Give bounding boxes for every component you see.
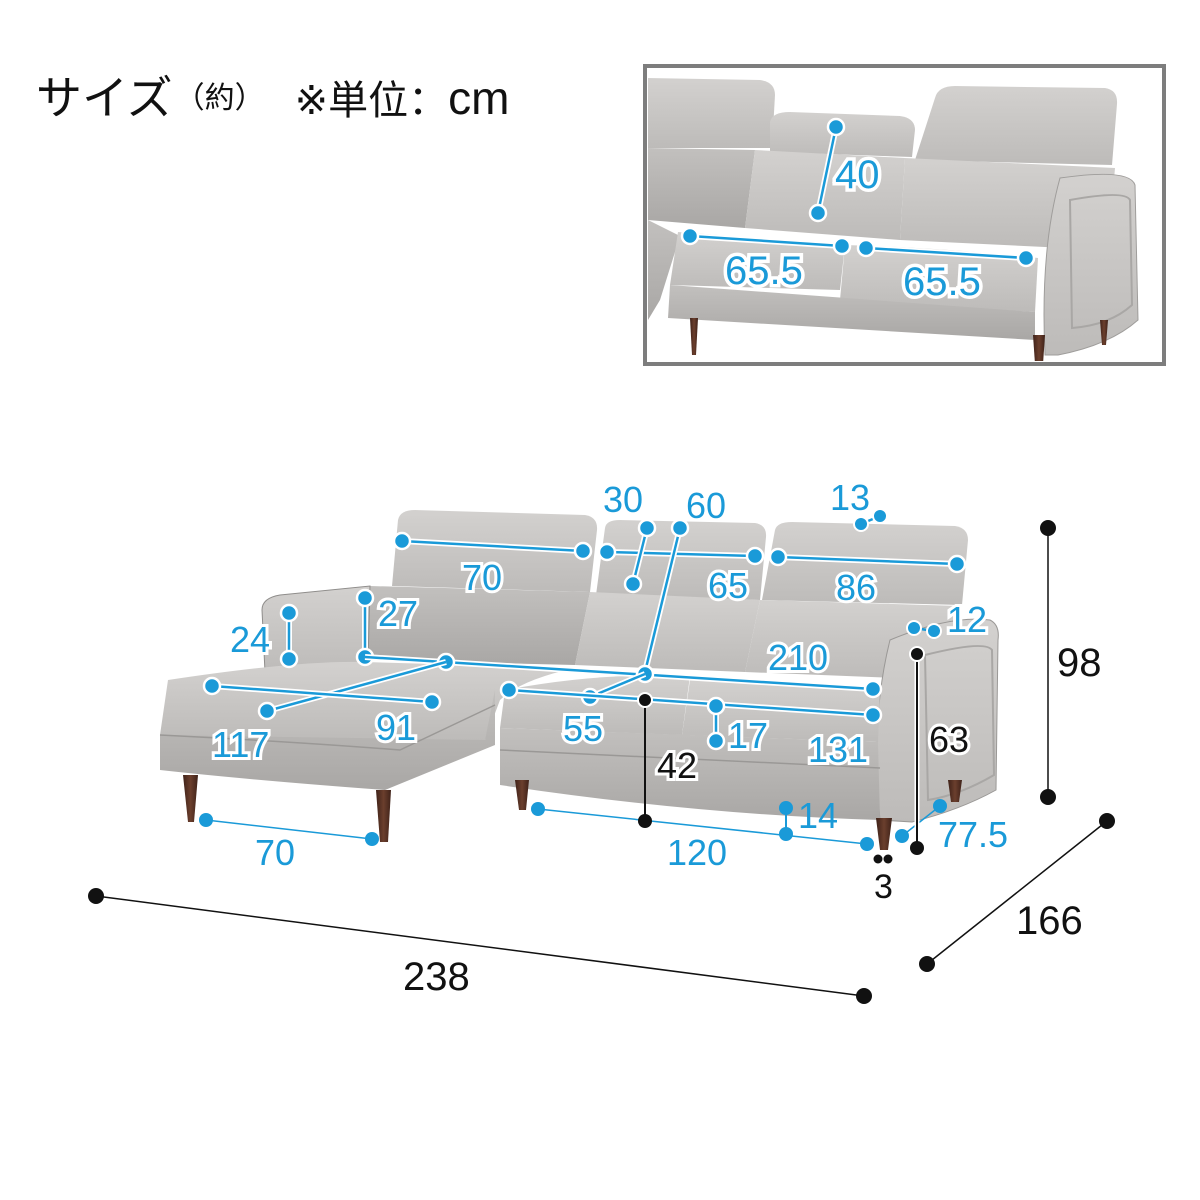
back-center [575,592,760,672]
label-98: 98 [1057,641,1102,685]
black-dimensions: 42 63 3 98 238 166 [88,520,1115,1004]
headrest-right [762,522,968,605]
leg [515,780,529,810]
inset-label-65-5-left: 65.5 [725,249,803,293]
label-60: 60 [686,485,726,526]
label-65-headrest: 65 [708,565,748,606]
dim-chaise-depth-117: 117 [209,659,447,768]
dim-headrest-center-65: 65 [597,542,765,609]
dim-total-width-238: 238 [88,888,872,1004]
label-166: 166 [1016,899,1083,943]
dim-seat-width-131: 131 [499,680,883,773]
dim-headrest-left-70: 70 [392,531,593,601]
size-heading: サイズ [36,72,173,124]
label-30: 30 [603,479,643,520]
inset-panel: 40 65.5 65.5 [643,64,1166,366]
leg [948,780,962,802]
dim-back-height-60: 60 [642,482,729,673]
label-24: 24 [230,619,270,660]
dim-arm-height-63: 63 [909,646,972,855]
dim-total-depth-166: 166 [919,813,1115,972]
label-77-5: 77.5 [938,814,1008,855]
dim-inner-width-210: 210 [364,634,883,699]
dim-main-legs-120: 120 [531,802,874,873]
label-91: 91 [376,707,416,748]
dim-floor-clearance-14: 14 [779,795,838,841]
back-left [368,586,590,665]
left-arm [261,585,371,673]
dim-total-height-98: 98 [1040,520,1102,805]
main-base [500,728,880,820]
unit-label: ※単位： [294,79,449,123]
label-238: 238 [403,955,470,999]
leg [183,775,198,822]
dim-headrest-thickness-13: 13 [827,474,888,532]
inset-dim-65-5-right: 65.5 [856,238,1036,308]
dim-chaise-width-91: 91 [202,676,442,751]
label-210: 210 [768,637,828,678]
leg [376,790,391,842]
label-12: 12 [947,599,987,640]
dim-headrest-height-30: 30 [600,476,657,594]
label-17: 17 [728,715,768,756]
label-3: 3 [874,868,893,906]
approx-label: （約） [174,82,265,115]
label-55: 55 [563,708,603,749]
inset-sofa-image [648,78,1139,361]
label-42: 42 [657,745,697,786]
inset-label-65-5-right: 65.5 [903,260,981,304]
label-86-headrest: 86 [836,567,876,608]
dim-arm-height-24: 24 [227,603,299,669]
blue-dimensions: 70 65 86 30 60 13 [199,474,1008,873]
label-27: 27 [378,593,418,634]
unit-value: cm [448,72,510,124]
dim-side-legs-77-5: 77.5 [895,799,1008,855]
label-70-legs: 70 [255,832,295,873]
label-117: 117 [212,724,269,765]
dim-arm-width-12: 12 [906,596,990,643]
dim-seat-height-42: 42 [637,692,700,828]
dim-cushion-17: 17 [706,696,771,759]
inset-label-40: 40 [835,153,880,197]
label-131: 131 [808,729,868,770]
label-63: 63 [929,719,969,760]
dim-leg-inset-3: 3 [873,854,893,906]
label-13: 13 [830,477,870,518]
sofa-illustration [159,510,999,850]
label-14: 14 [798,795,838,836]
inset-dim-65-5-left: 65.5 [680,226,852,297]
dim-chaise-legs-70: 70 [199,813,379,873]
leg [876,818,892,850]
inset-dim-40: 40 [808,117,883,223]
headrest-left [392,510,598,592]
size-title: サイズ（約） ※単位：cm [36,62,509,128]
dim-headrest-right-86: 86 [768,547,967,611]
chaise-front [160,690,495,790]
chaise-seat [160,661,575,740]
label-70-headrest: 70 [462,557,502,598]
label-120: 120 [667,832,727,873]
